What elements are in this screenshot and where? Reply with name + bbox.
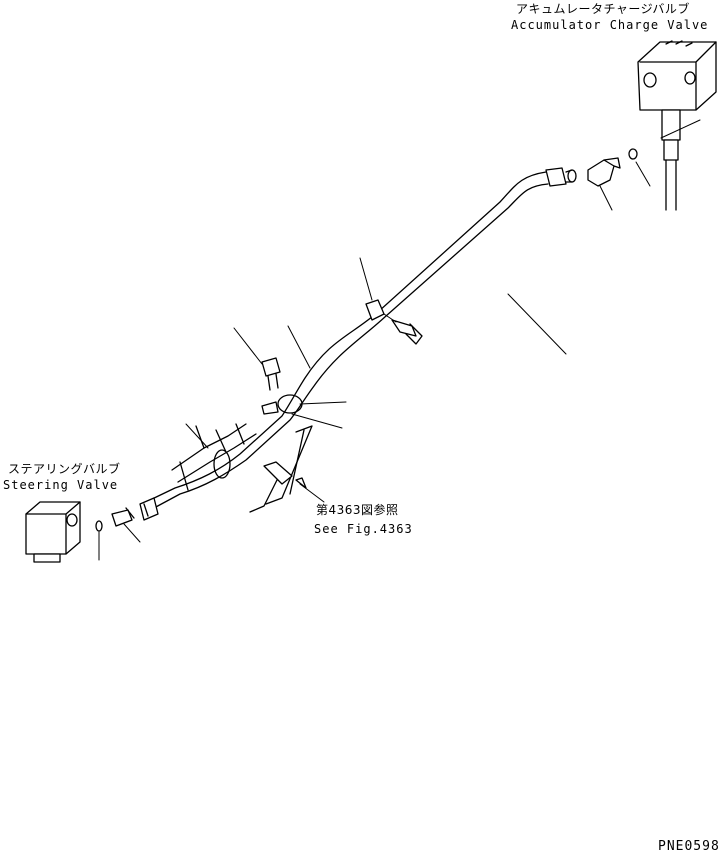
see-fig-label-en: See Fig.4363 <box>314 522 413 536</box>
elbow-fitting-accumulator <box>587 148 651 211</box>
clamp-upper <box>359 257 423 345</box>
hose-bundle <box>171 423 257 491</box>
accumulator-charge-valve-label-en: Accumulator Charge Valve <box>511 18 709 32</box>
clamp-bundle <box>261 394 347 429</box>
accumulator-charge-valve <box>637 40 717 211</box>
see-fig-label-jp: 第4363図参照 <box>316 503 399 517</box>
hose-end-fitting-upper <box>545 167 577 187</box>
adapter-fitting-steering <box>111 507 141 543</box>
bolt-clamp-lower <box>233 327 281 391</box>
steering-valve-label-en: Steering Valve <box>3 478 119 492</box>
steering-valve-label-jp: ステアリングバルブ <box>8 462 121 476</box>
drawing-code: PNE0598 <box>658 839 720 854</box>
hose-end-fitting-lower <box>139 497 159 521</box>
leader-line-hose-upper <box>507 293 567 355</box>
steering-valve <box>25 501 81 563</box>
o-ring-steering <box>95 520 103 561</box>
leader-line-hose <box>287 325 311 369</box>
accumulator-charge-valve-label-jp: アキュムレータチャージバルブ <box>516 2 690 16</box>
main-hose <box>149 171 549 509</box>
reference-hose-fig4363 <box>249 425 325 513</box>
